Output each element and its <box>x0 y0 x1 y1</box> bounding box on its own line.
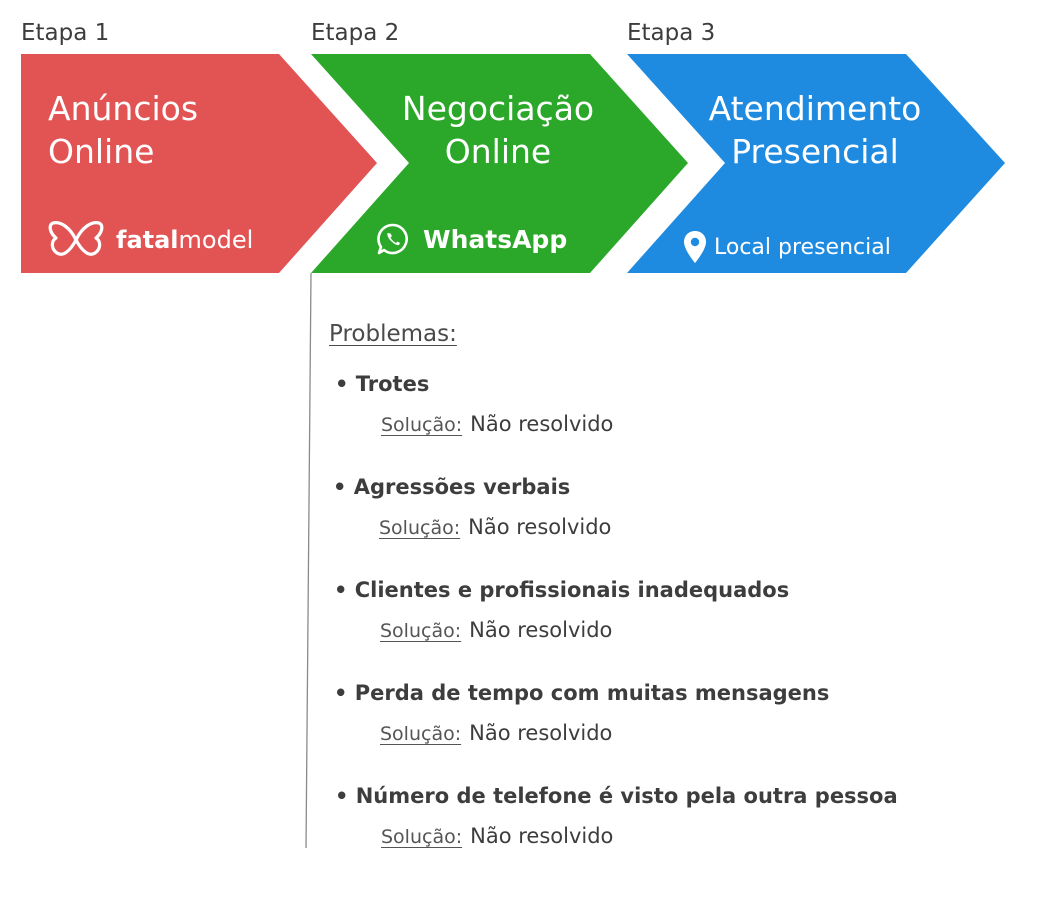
whatsapp-logo-text: WhatsApp <box>423 224 568 254</box>
solution-label: Solução: <box>379 517 461 539</box>
location-pin-icon <box>684 231 706 263</box>
local-presencial-label: Local presencial <box>683 230 891 264</box>
solution-row: Solução: Não resolvido <box>379 515 611 539</box>
solution-value: Não resolvido <box>469 618 613 642</box>
solution-row: Solução: Não resolvido <box>380 618 789 642</box>
solution-value: Não resolvido <box>470 824 614 848</box>
fatalmodel-logo-text-a: fatal <box>116 226 179 254</box>
stage-3-arrow <box>627 54 1005 273</box>
butterfly-icon <box>48 221 104 256</box>
solution-value: Não resolvido <box>470 412 614 436</box>
stage-3-title: Atendimento Presencial <box>708 89 922 171</box>
problem-item: • Clientes e profissionais inadequados S… <box>334 578 789 642</box>
stage-3-step-label: Etapa 3 <box>627 20 716 46</box>
whatsapp-logo: WhatsApp <box>376 222 567 256</box>
problem-title: • Trotes <box>335 372 430 396</box>
solution-label: Solução: <box>380 620 462 642</box>
whatsapp-icon <box>377 223 408 255</box>
stage-2-arrow <box>311 54 688 273</box>
stage-1-step-label: Etapa 1 <box>21 20 110 46</box>
problem-title: • Clientes e profissionais inadequados <box>334 578 790 602</box>
process-arrows <box>21 54 1005 273</box>
problem-title: • Perda de tempo com muitas mensagens <box>334 681 830 705</box>
problem-title: • Agressões verbais <box>333 475 571 499</box>
problem-item: • Perda de tempo com muitas mensagens So… <box>334 681 829 745</box>
problem-item: • Agressões verbais Solução: Não resolvi… <box>333 475 611 539</box>
fatalmodel-logo-text-b: model <box>178 226 254 254</box>
solution-label: Solução: <box>380 723 462 745</box>
problem-item: • Número de telefone é visto pela outra … <box>335 784 898 848</box>
solution-row: Solução: Não resolvido <box>381 824 898 848</box>
solution-label: Solução: <box>381 826 463 848</box>
problem-item: • Trotes Solução: Não resolvido <box>335 372 613 436</box>
solution-row: Solução: Não resolvido <box>381 412 613 436</box>
local-presencial-text: Local presencial <box>714 234 891 260</box>
solution-value: Não resolvido <box>468 515 612 539</box>
stage-2-step-label: Etapa 2 <box>311 20 400 46</box>
stage-2-title: Negociação Online <box>401 89 595 171</box>
problem-title: • Número de telefone é visto pela outra … <box>335 784 898 808</box>
solution-value: Não resolvido <box>469 721 613 745</box>
solution-row: Solução: Não resolvido <box>380 721 829 745</box>
problems-heading: Problemas: <box>329 321 457 347</box>
stage-1-title: Anúncios Online <box>48 89 199 171</box>
solution-label: Solução: <box>381 414 463 436</box>
stage-1-arrow <box>21 54 377 273</box>
